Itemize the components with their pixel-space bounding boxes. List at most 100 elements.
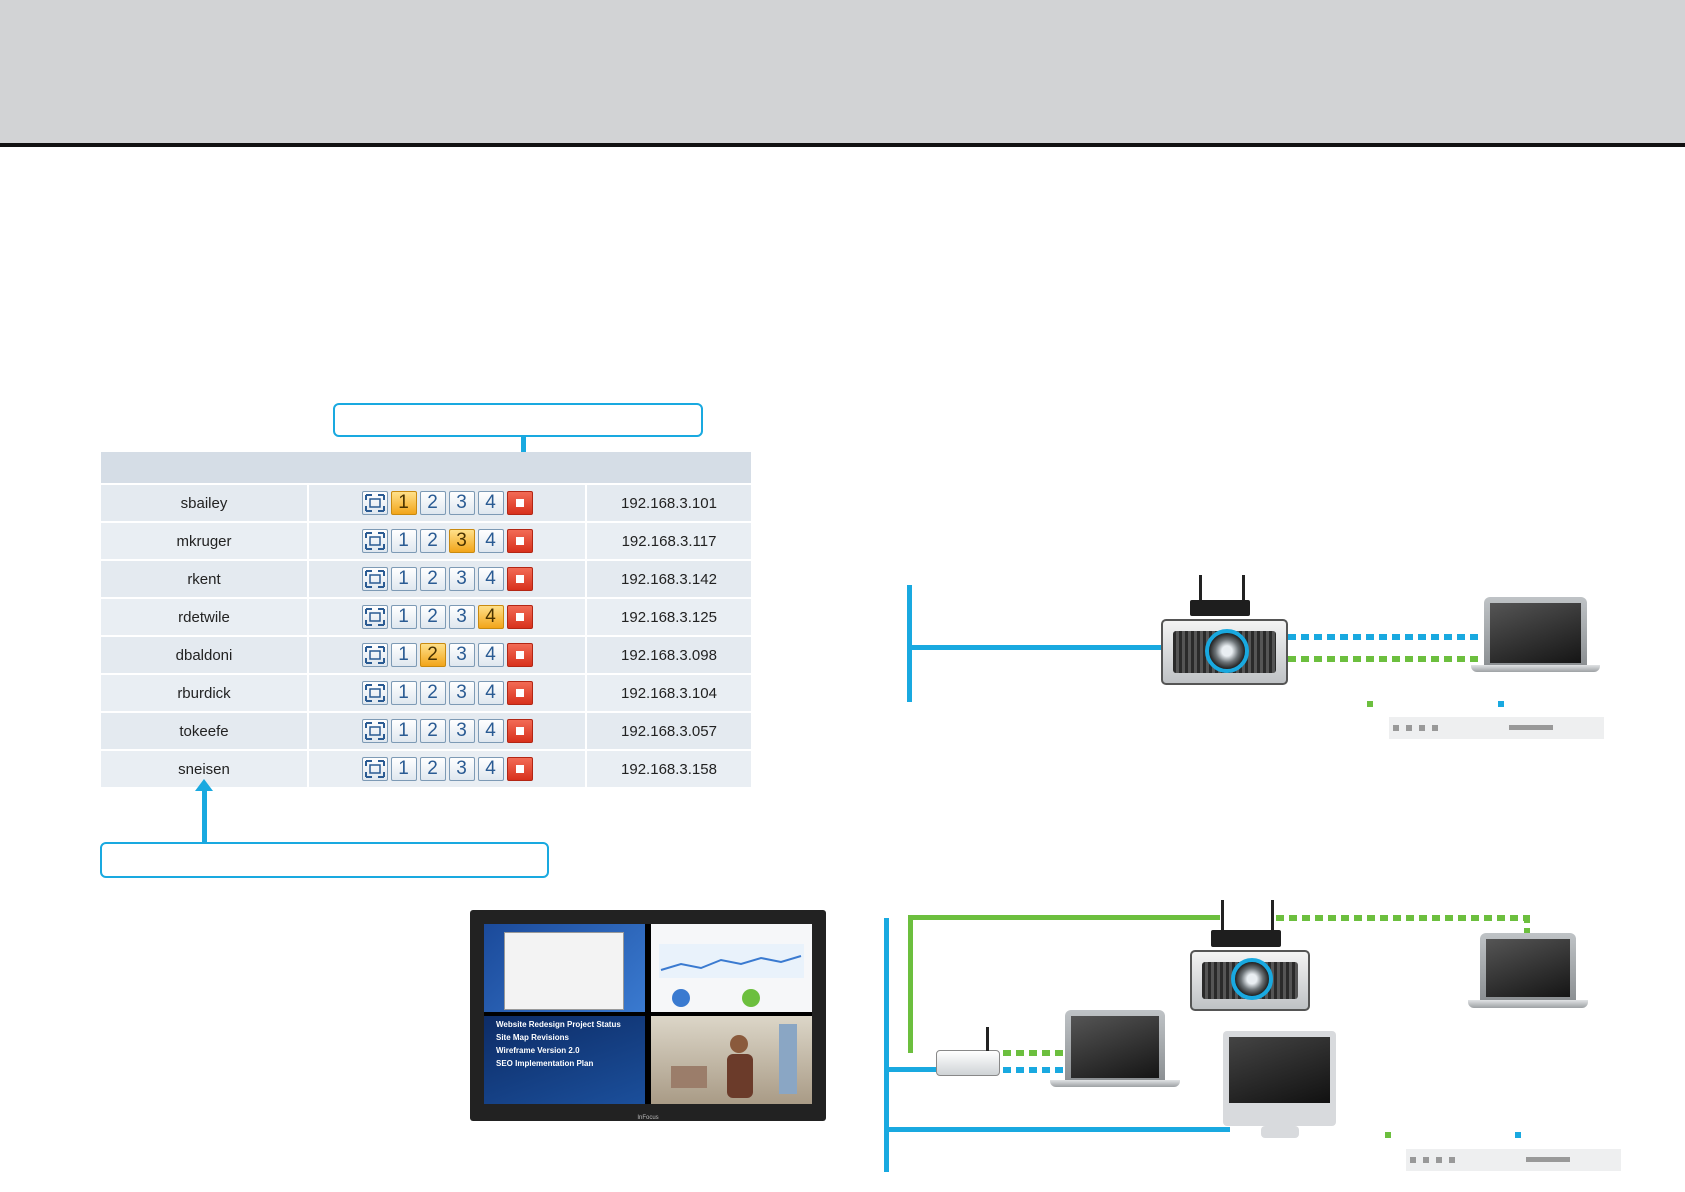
quadrant-3-button[interactable]: 3 bbox=[448, 529, 475, 553]
ip-address-cell: 192.168.3.117 bbox=[621, 532, 717, 550]
quadrant-3-button[interactable]: 3 bbox=[448, 719, 475, 743]
desktop-window bbox=[504, 932, 624, 1010]
legend-blue-marker bbox=[1515, 1132, 1521, 1138]
quadrant-3-button[interactable]: 3 bbox=[448, 757, 475, 781]
fullscreen-icon[interactable] bbox=[361, 529, 388, 553]
green-link-horizontal bbox=[908, 915, 1220, 920]
quadrant-4-button[interactable]: 4 bbox=[477, 567, 504, 591]
quadrant-1-button[interactable]: 1 bbox=[390, 681, 417, 705]
laptop-screen bbox=[1486, 939, 1570, 997]
quadrant-3-button[interactable]: 3 bbox=[448, 567, 475, 591]
ip-address-cell: 192.168.3.104 bbox=[621, 684, 717, 702]
legend-green-marker bbox=[1367, 701, 1373, 707]
quadrant-3-button[interactable]: 3 bbox=[448, 605, 475, 629]
username-cell: rburdick bbox=[101, 675, 309, 711]
quadrant-2-button[interactable]: 2 bbox=[419, 491, 446, 515]
fullscreen-icon[interactable] bbox=[361, 643, 388, 667]
ip-address-cell: 192.168.3.101 bbox=[621, 494, 717, 512]
laptop-base bbox=[1468, 1000, 1588, 1008]
wireless-link-green bbox=[1288, 656, 1480, 662]
quad-4-video bbox=[651, 1016, 812, 1104]
fullscreen-icon[interactable] bbox=[361, 681, 388, 705]
quadrant-4-button[interactable]: 4 bbox=[477, 529, 504, 553]
quadrant-2-button[interactable]: 2 bbox=[419, 757, 446, 781]
stop-icon[interactable] bbox=[506, 529, 533, 553]
fullscreen-icon[interactable] bbox=[361, 719, 388, 743]
quadrant-2-button[interactable]: 2 bbox=[419, 605, 446, 629]
laptop-base bbox=[1050, 1080, 1180, 1087]
quadrant-1-button[interactable]: 1 bbox=[390, 567, 417, 591]
stop-icon[interactable] bbox=[506, 567, 533, 591]
username-cell: rkent bbox=[101, 561, 309, 597]
antenna bbox=[1242, 575, 1245, 607]
wireless-link-green-drop bbox=[1524, 915, 1530, 939]
slide-line: Site Map Revisions bbox=[496, 1033, 569, 1042]
fullscreen-icon[interactable] bbox=[361, 491, 388, 515]
quad-1-desktop bbox=[484, 924, 645, 1012]
legend-blue-marker bbox=[1498, 701, 1504, 707]
stop-icon[interactable] bbox=[506, 643, 533, 667]
quadrant-1-button[interactable]: 1 bbox=[390, 491, 417, 515]
username-cell: rdetwile bbox=[101, 599, 309, 635]
quadrant-4-button[interactable]: 4 bbox=[477, 491, 504, 515]
fullscreen-icon[interactable] bbox=[361, 567, 388, 591]
fullscreen-icon[interactable] bbox=[361, 605, 388, 629]
quadrant-4-button[interactable]: 4 bbox=[477, 643, 504, 667]
header-band bbox=[0, 0, 1685, 143]
quadrant-4-button[interactable]: 4 bbox=[477, 757, 504, 781]
callout-bottom bbox=[100, 842, 549, 878]
fullscreen-icon[interactable] bbox=[361, 757, 388, 781]
stop-icon[interactable] bbox=[506, 719, 533, 743]
quadrant-4-button[interactable]: 4 bbox=[477, 719, 504, 743]
quadrant-2-button[interactable]: 2 bbox=[419, 719, 446, 743]
wireless-link-green-router bbox=[1003, 1050, 1067, 1056]
laptop-base bbox=[1471, 665, 1600, 672]
username-cell: mkruger bbox=[101, 523, 309, 559]
lens-icon bbox=[1205, 629, 1249, 673]
quadrant-3-button[interactable]: 3 bbox=[448, 681, 475, 705]
quadrant-1-button[interactable]: 1 bbox=[390, 643, 417, 667]
wireless-router bbox=[936, 1050, 1000, 1076]
quadrant-1-button[interactable]: 1 bbox=[390, 719, 417, 743]
stop-icon[interactable] bbox=[506, 681, 533, 705]
quad-2-analytics bbox=[651, 924, 812, 1012]
quadrant-4-button[interactable]: 4 bbox=[477, 681, 504, 705]
quadrant-2-button[interactable]: 2 bbox=[419, 643, 446, 667]
quadrant-3-button[interactable]: 3 bbox=[448, 491, 475, 515]
stop-icon[interactable] bbox=[506, 757, 533, 781]
table-header bbox=[101, 452, 751, 483]
quadrant-2-button[interactable]: 2 bbox=[419, 529, 446, 553]
network-link-router bbox=[887, 1067, 937, 1072]
callout-bottom-connector bbox=[202, 790, 207, 842]
quadrant-4-button[interactable]: 4 bbox=[477, 605, 504, 629]
ip-address-cell: 192.168.3.158 bbox=[621, 760, 717, 778]
stop-icon[interactable] bbox=[506, 491, 533, 515]
network-bus-1 bbox=[907, 585, 912, 702]
laptop-screen bbox=[1071, 1016, 1159, 1078]
laptop-screen bbox=[1490, 603, 1581, 663]
wireless-receiver bbox=[1190, 600, 1250, 616]
stop-icon[interactable] bbox=[506, 605, 533, 629]
username-cell: tokeefe bbox=[101, 713, 309, 749]
analytics-chart-icon bbox=[659, 944, 804, 1007]
slide-line: Website Redesign Project Status bbox=[496, 1020, 621, 1029]
quadrant-1-button[interactable]: 1 bbox=[390, 605, 417, 629]
quadrant-3-button[interactable]: 3 bbox=[448, 643, 475, 667]
quadrant-2-button[interactable]: 2 bbox=[419, 567, 446, 591]
username-cell: dbaldoni bbox=[101, 637, 309, 673]
quadrant-2-button[interactable]: 2 bbox=[419, 681, 446, 705]
quadrant-1-button[interactable]: 1 bbox=[390, 529, 417, 553]
slide-line: SEO Implementation Plan bbox=[496, 1059, 594, 1068]
quadrant-1-button[interactable]: 1 bbox=[390, 757, 417, 781]
ip-address-cell: 192.168.3.057 bbox=[621, 722, 717, 740]
legend-bar bbox=[1389, 717, 1604, 739]
